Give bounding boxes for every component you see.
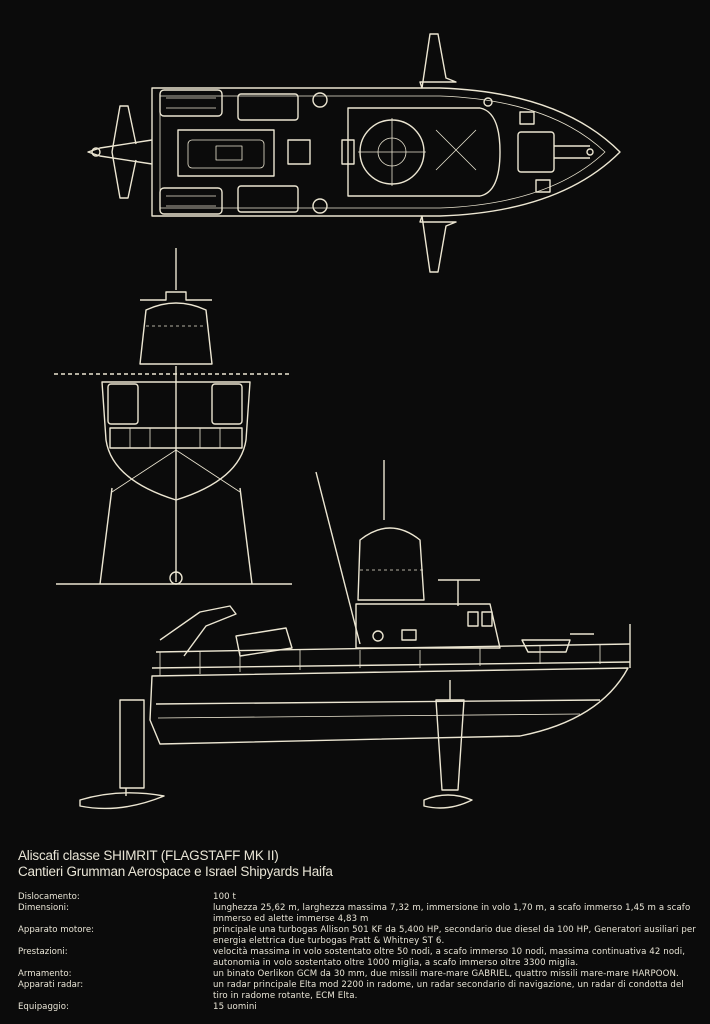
caption: Aliscafi classe SHIMRIT (FLAGSTAFF MK II…: [18, 848, 698, 1013]
spec-row: Dislocamento: 100 t: [18, 892, 698, 903]
spec-row: Apparati radar: un radar principale Elta…: [18, 980, 698, 1002]
spec-value: principale una turbogas Allison 501 KF d…: [213, 925, 696, 946]
spec-label: Dimensioni:: [18, 903, 69, 913]
spec-value: un binato Oerlikon GCM da 30 mm, due mis…: [213, 969, 679, 979]
spec-label: Dislocamento:: [18, 892, 80, 902]
side-view-drawing: [79, 460, 631, 810]
caption-title: Aliscafi classe SHIMRIT (FLAGSTAFF MK II…: [18, 848, 279, 863]
spec-value: 100 t: [213, 892, 237, 902]
front-view-drawing: [54, 248, 292, 585]
spec-label: Armamento:: [18, 969, 72, 979]
plan-view-drawing: [87, 33, 621, 273]
spec-value: velocità massima in volo sostentato oltr…: [213, 947, 686, 968]
spec-table: Dislocamento: 100 t Dimensioni: lunghezz…: [18, 892, 698, 1013]
spec-value: un radar principale Elta mod 2200 in rad…: [213, 980, 684, 1001]
spec-label: Prestazioni:: [18, 947, 68, 957]
ship-drawings: [54, 33, 631, 810]
caption-subtitle: Cantieri Grumman Aerospace e Israel Ship…: [18, 864, 333, 879]
spec-label: Equipaggio:: [18, 1002, 69, 1012]
spec-value: lunghezza 25,62 m, larghezza massima 7,3…: [213, 903, 691, 924]
spec-row: Armamento: un binato Oerlikon GCM da 30 …: [18, 969, 698, 980]
spec-label: Apparato motore:: [18, 925, 94, 935]
spec-row: Apparato motore: principale una turbogas…: [18, 925, 698, 947]
spec-value: 15 uomini: [213, 1002, 257, 1012]
spec-row: Equipaggio: 15 uomini: [18, 1002, 698, 1013]
spec-label: Apparati radar:: [18, 980, 84, 990]
spec-row: Prestazioni: velocità massima in volo so…: [18, 947, 698, 969]
spec-row: Dimensioni: lunghezza 25,62 m, larghezza…: [18, 903, 698, 925]
